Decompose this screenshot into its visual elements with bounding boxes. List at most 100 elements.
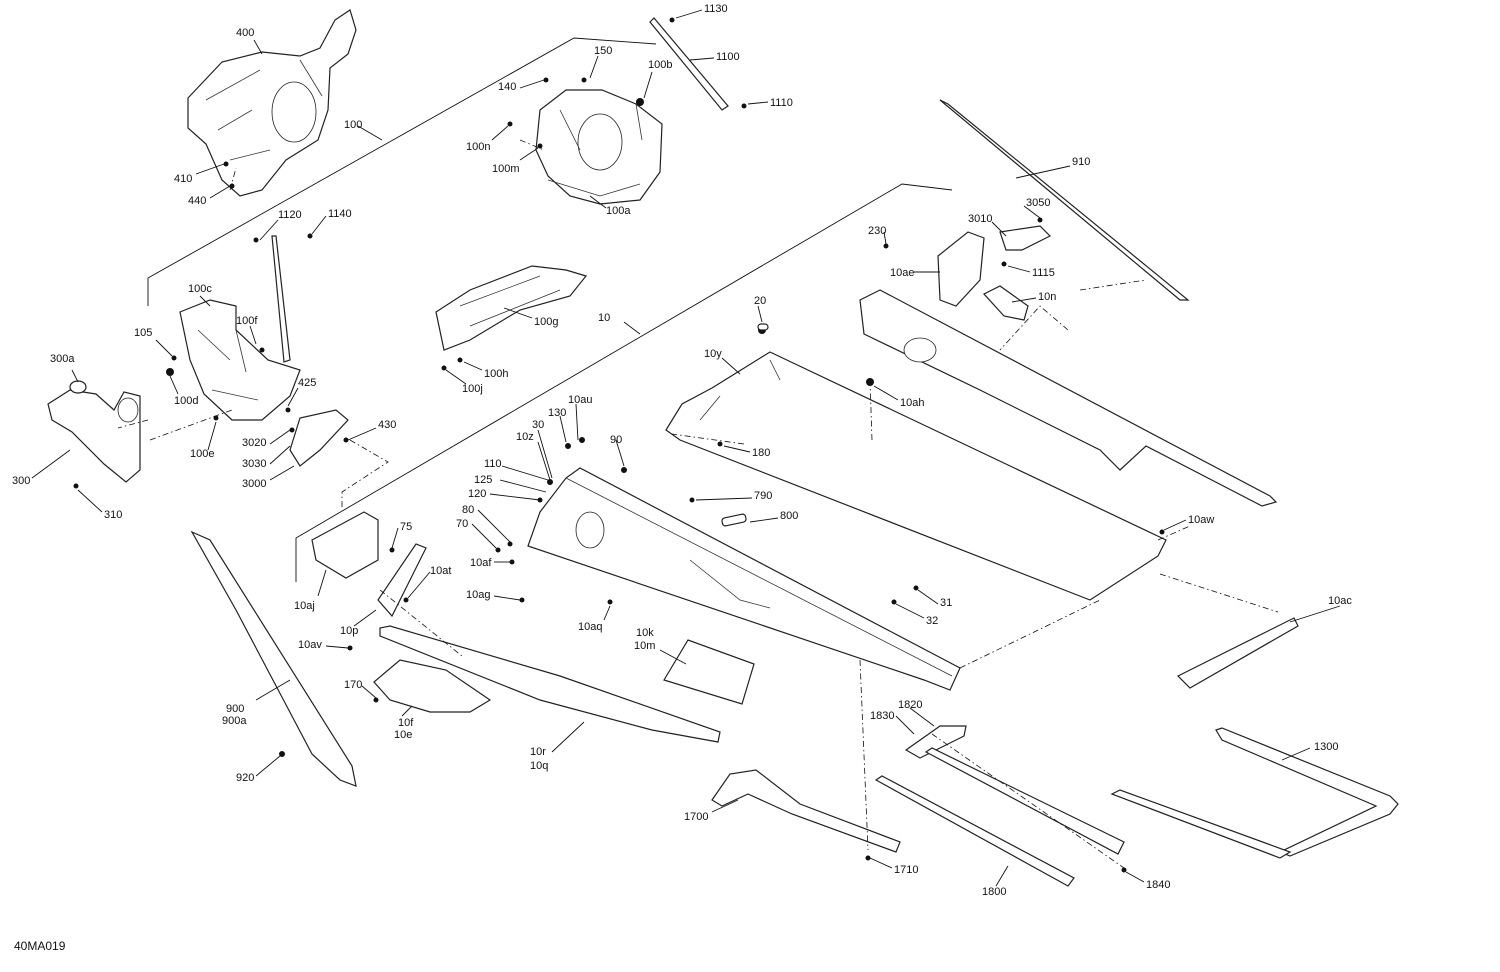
assembly-opening — [577, 113, 623, 171]
callout-100h: 100h — [484, 368, 508, 380]
callout-1130: 1130 — [704, 3, 728, 15]
callout-70: 70 — [456, 518, 468, 530]
callout-3020: 3020 — [242, 437, 266, 449]
fastener — [213, 415, 219, 421]
callout-1800: 1800 — [982, 886, 1006, 898]
slide-rail-1800b — [924, 747, 1125, 855]
callout-900: 900 — [226, 703, 244, 715]
fastener — [537, 143, 543, 149]
fastener — [171, 355, 177, 361]
callout-10: 10 — [598, 312, 610, 324]
callout-100n: 100n — [466, 141, 490, 153]
callout-10z: 10z — [516, 431, 534, 443]
callout-790: 790 — [754, 490, 772, 502]
group-lines — [147, 37, 953, 582]
front-support-300 — [47, 389, 141, 483]
callout-170: 170 — [344, 679, 362, 691]
plate-800 — [721, 513, 747, 527]
brace-rod-1100 — [649, 17, 729, 111]
rail-910 — [939, 99, 1190, 301]
slide-rail-1800 — [874, 775, 1075, 887]
clip-20 — [757, 323, 769, 331]
callout-1120: 1120 — [278, 209, 302, 221]
cover-100g — [435, 265, 588, 351]
rail-900 — [190, 530, 357, 787]
callout-130: 130 — [548, 407, 566, 419]
fastener — [403, 597, 409, 603]
callout-3050: 3050 — [1026, 197, 1050, 209]
callout-100b: 100b — [648, 59, 672, 71]
fastener — [166, 368, 174, 376]
fastener — [883, 243, 889, 249]
callout-100m: 100m — [492, 163, 520, 175]
callout-440: 440 — [188, 195, 206, 207]
callout-10ag: 10ag — [466, 589, 490, 601]
front-upper-frame-400 — [187, 9, 357, 197]
fastener — [621, 467, 627, 473]
callout-10ah: 10ah — [900, 397, 924, 409]
bracket-10n — [983, 285, 1029, 321]
callout-10r: 10r — [530, 746, 546, 758]
rail-opening — [903, 337, 937, 363]
fastener — [347, 645, 353, 651]
callout-10aw: 10aw — [1188, 514, 1214, 526]
fastener — [543, 77, 549, 83]
callout-100g: 100g — [534, 316, 558, 328]
callout-310: 310 — [104, 509, 122, 521]
fastener — [73, 483, 79, 489]
callout-430: 430 — [378, 419, 396, 431]
callout-1300: 1300 — [1314, 741, 1338, 753]
bracket-10ac — [1176, 617, 1299, 689]
fastener — [285, 407, 291, 413]
callout-1140: 1140 — [328, 208, 352, 220]
bracket-10aj — [311, 511, 379, 579]
callout-110: 110 — [484, 458, 502, 470]
callout-150: 150 — [594, 45, 612, 57]
fastener — [507, 541, 513, 547]
callout-1840: 1840 — [1146, 879, 1170, 891]
fastener — [279, 751, 285, 757]
support-ring — [117, 397, 139, 423]
callout-labels: 113011001110150100b140100n100m100a400100… — [12, 3, 1352, 898]
fastener — [717, 441, 723, 447]
fastener — [1121, 867, 1127, 873]
callout-800: 800 — [780, 510, 798, 522]
front-lower-frame-100c — [179, 299, 301, 421]
diagram-code: 40MA019 — [14, 939, 66, 953]
callout-1100: 1100 — [716, 51, 740, 63]
callout-75: 75 — [400, 521, 412, 533]
bracket-3000 — [289, 409, 349, 467]
callout-30: 30 — [532, 419, 544, 431]
callout-10au: 10au — [568, 394, 592, 406]
fastener — [229, 183, 235, 189]
frame-opening — [271, 81, 317, 143]
fasteners — [73, 17, 1165, 873]
fastener — [547, 479, 553, 485]
callout-425: 425 — [298, 377, 316, 389]
callout-1700: 1700 — [684, 811, 708, 823]
fastener — [507, 121, 513, 127]
fastener — [509, 559, 515, 565]
callout-105: 105 — [134, 327, 152, 339]
callout-300a: 300a — [50, 353, 75, 365]
fastener — [1037, 217, 1043, 223]
callout-100e: 100e — [190, 448, 214, 460]
fastener — [223, 161, 229, 167]
callout-1710: 1710 — [894, 864, 918, 876]
callout-100j: 100j — [462, 383, 483, 395]
fastener — [636, 98, 644, 106]
callout-100c: 100c — [188, 283, 212, 295]
fastener — [441, 365, 447, 371]
callout-125: 125 — [474, 474, 492, 486]
bumper-1300 — [1215, 727, 1399, 857]
fastener — [669, 17, 675, 23]
callout-32: 32 — [926, 615, 938, 627]
part-drawings — [47, 9, 1399, 887]
leader-lines — [31, 9, 1341, 887]
plate-10k — [663, 639, 755, 705]
callout-100d: 100d — [174, 395, 198, 407]
fastener — [689, 497, 695, 503]
callout-80: 80 — [462, 504, 474, 516]
callout-920: 920 — [236, 772, 254, 784]
fastener — [741, 103, 747, 109]
